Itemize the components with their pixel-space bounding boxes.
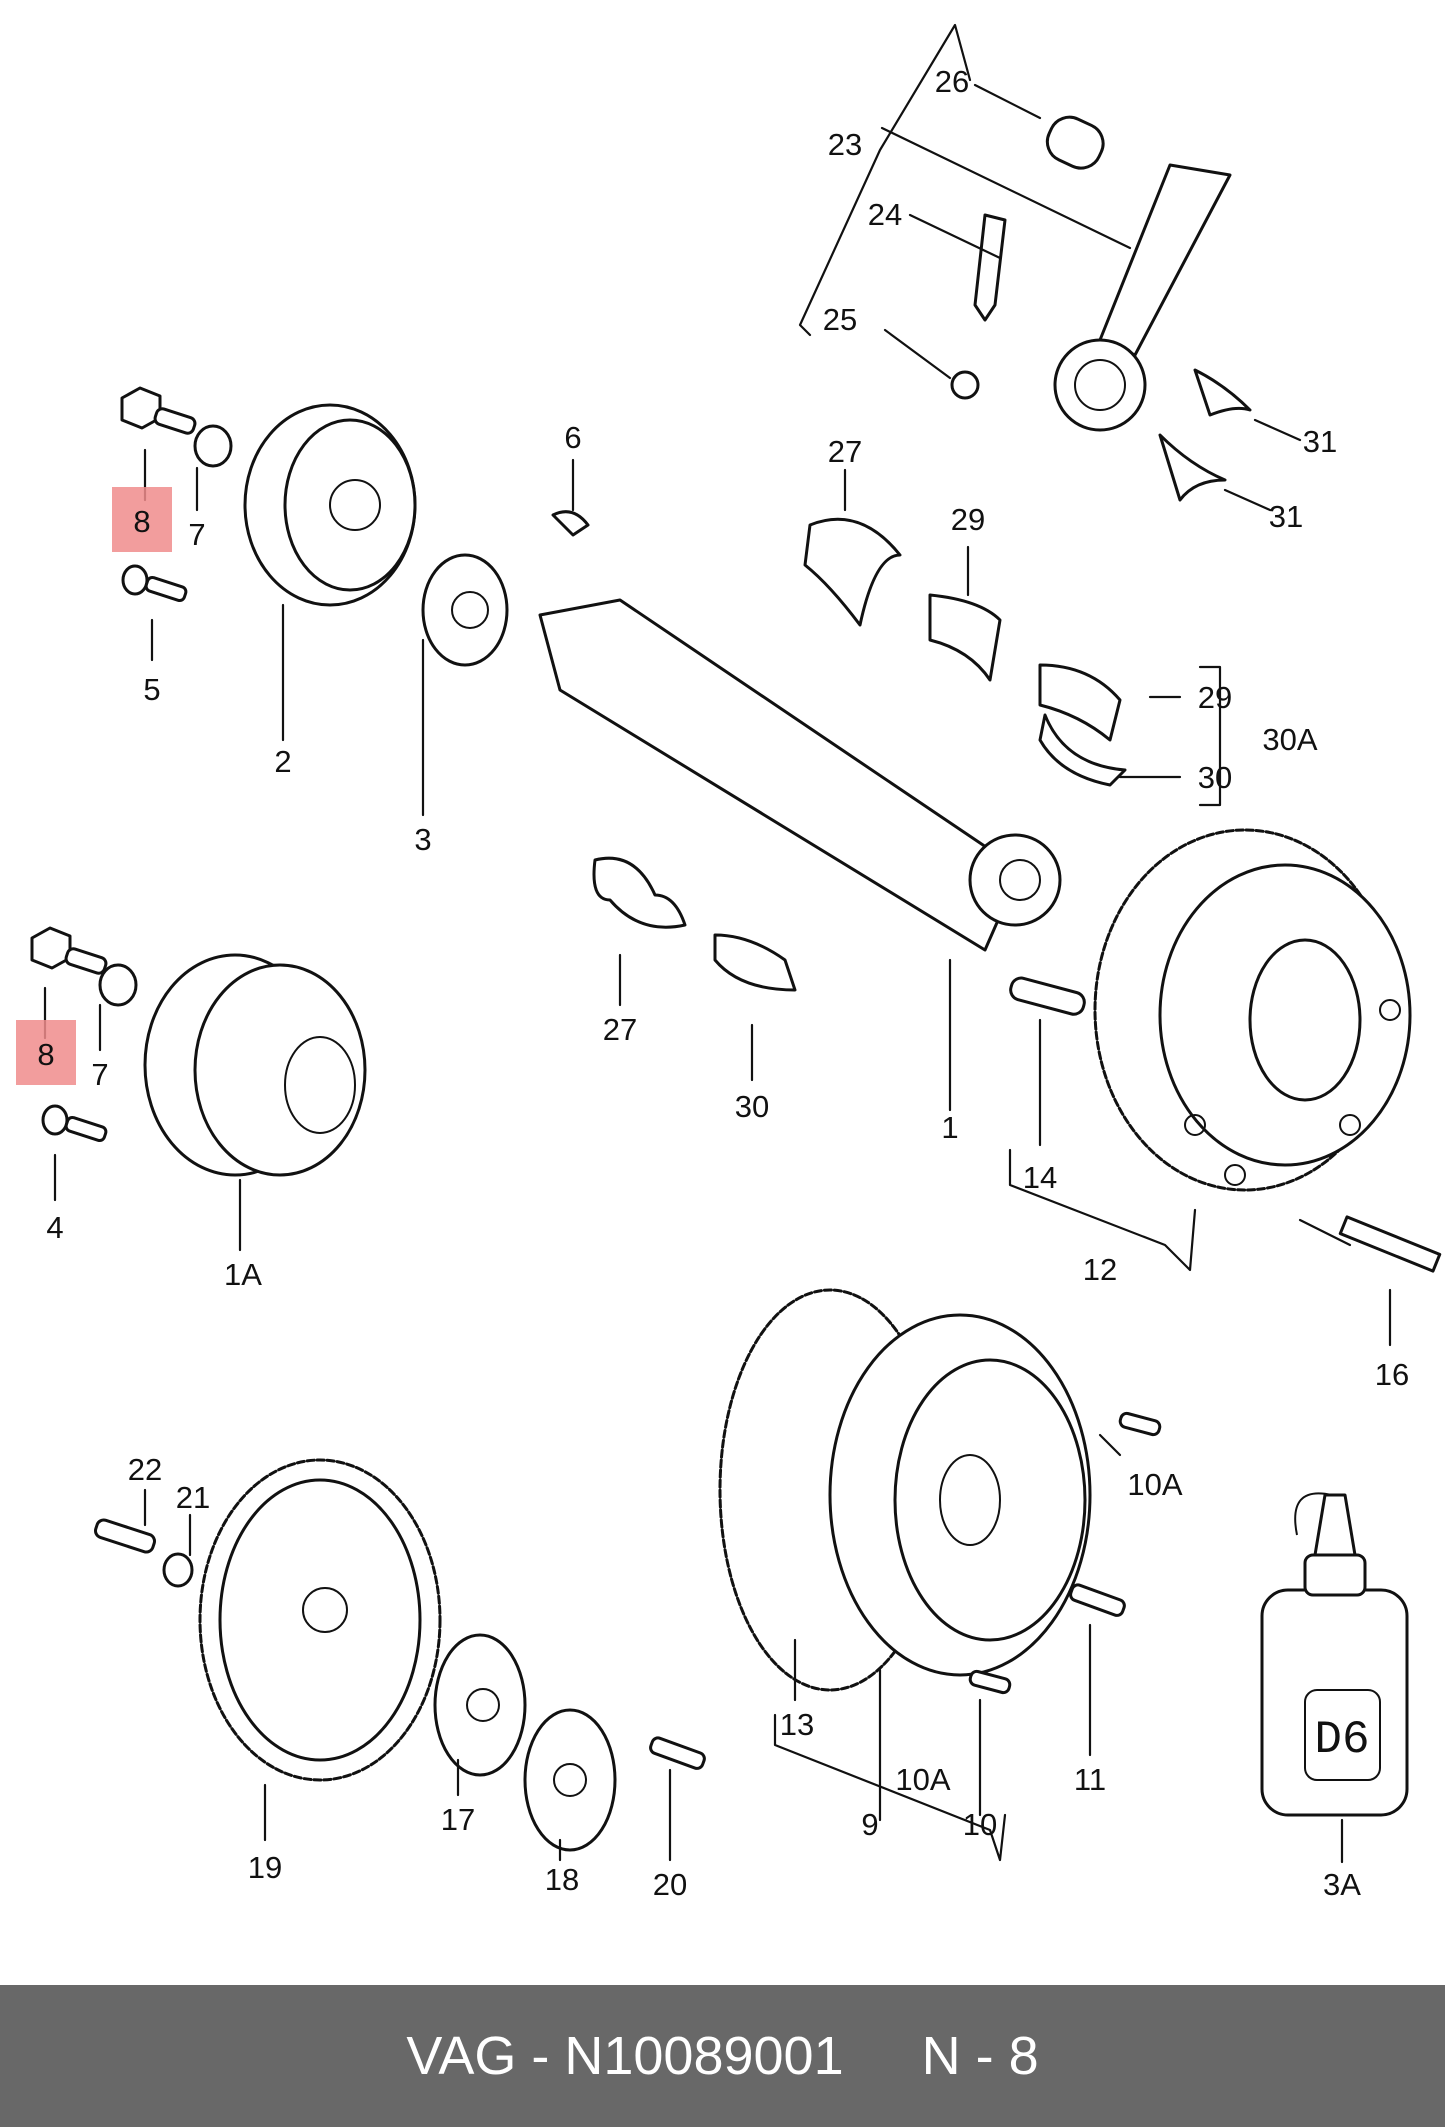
- parts-drawing: D6: [30, 115, 1442, 1852]
- callout-18: 18: [545, 1862, 579, 1897]
- footer-part-number: VAG - N10089001: [406, 2026, 844, 2086]
- callout-22: 22: [128, 1452, 162, 1487]
- callout-4: 4: [46, 1210, 63, 1245]
- callout-30-lower: 30: [735, 1089, 769, 1124]
- part-number-footer: VAG - N10089001 N - 8: [0, 1985, 1445, 2127]
- callout-3: 3: [414, 822, 431, 857]
- callout-10a-lower: 10A: [895, 1762, 950, 1797]
- footer-position: N - 8: [921, 2026, 1039, 2086]
- callout-12: 12: [1083, 1252, 1117, 1287]
- callout-29-upper: 29: [951, 502, 985, 537]
- callout-8-upper: 8: [133, 504, 150, 539]
- callout-31-upper: 31: [1303, 424, 1337, 459]
- highlight-marker-upper: [112, 487, 172, 552]
- callout-7-lower: 7: [91, 1057, 108, 1092]
- callout-11: 11: [1074, 1762, 1106, 1797]
- callout-10a-upper: 10A: [1127, 1467, 1182, 1502]
- exploded-parts-diagram: D6: [16, 23, 1442, 1902]
- bottle-label: D6: [1314, 1714, 1369, 1766]
- callout-5: 5: [143, 672, 160, 707]
- callout-2: 2: [274, 744, 291, 779]
- callout-13: 13: [780, 1707, 814, 1742]
- callout-31-lower: 31: [1269, 499, 1303, 534]
- callout-1a: 1A: [224, 1257, 262, 1292]
- callout-26: 26: [935, 64, 969, 99]
- callout-30-right: 30: [1198, 760, 1232, 795]
- callout-21: 21: [176, 1480, 210, 1515]
- callout-17: 17: [441, 1802, 475, 1837]
- callout-20: 20: [653, 1867, 687, 1902]
- callout-30a: 30A: [1262, 722, 1317, 757]
- callout-27-upper: 27: [828, 434, 862, 469]
- callout-19: 19: [248, 1850, 282, 1885]
- callout-labels: 1 1A 2 3 3A 4 5 6 7 7 8 8 9 10 10A 10A 1…: [37, 64, 1409, 1902]
- callout-14: 14: [1023, 1160, 1057, 1195]
- callout-10: 10: [963, 1807, 997, 1842]
- highlight-marker-lower: [16, 1020, 76, 1085]
- callout-23: 23: [828, 127, 862, 162]
- callout-6: 6: [564, 420, 581, 455]
- callout-27-lower: 27: [603, 1012, 637, 1047]
- callout-8-lower: 8: [37, 1037, 54, 1072]
- leader-lines: [43, 23, 1392, 1864]
- callout-3a: 3A: [1323, 1867, 1361, 1902]
- callout-16: 16: [1375, 1357, 1409, 1392]
- callout-1: 1: [941, 1110, 958, 1145]
- callout-25: 25: [823, 302, 857, 337]
- callout-7-upper: 7: [188, 517, 205, 552]
- callout-24: 24: [868, 197, 902, 232]
- callout-9: 9: [861, 1807, 878, 1842]
- highlight-markers: [16, 487, 172, 1085]
- callout-29-lower: 29: [1198, 680, 1232, 715]
